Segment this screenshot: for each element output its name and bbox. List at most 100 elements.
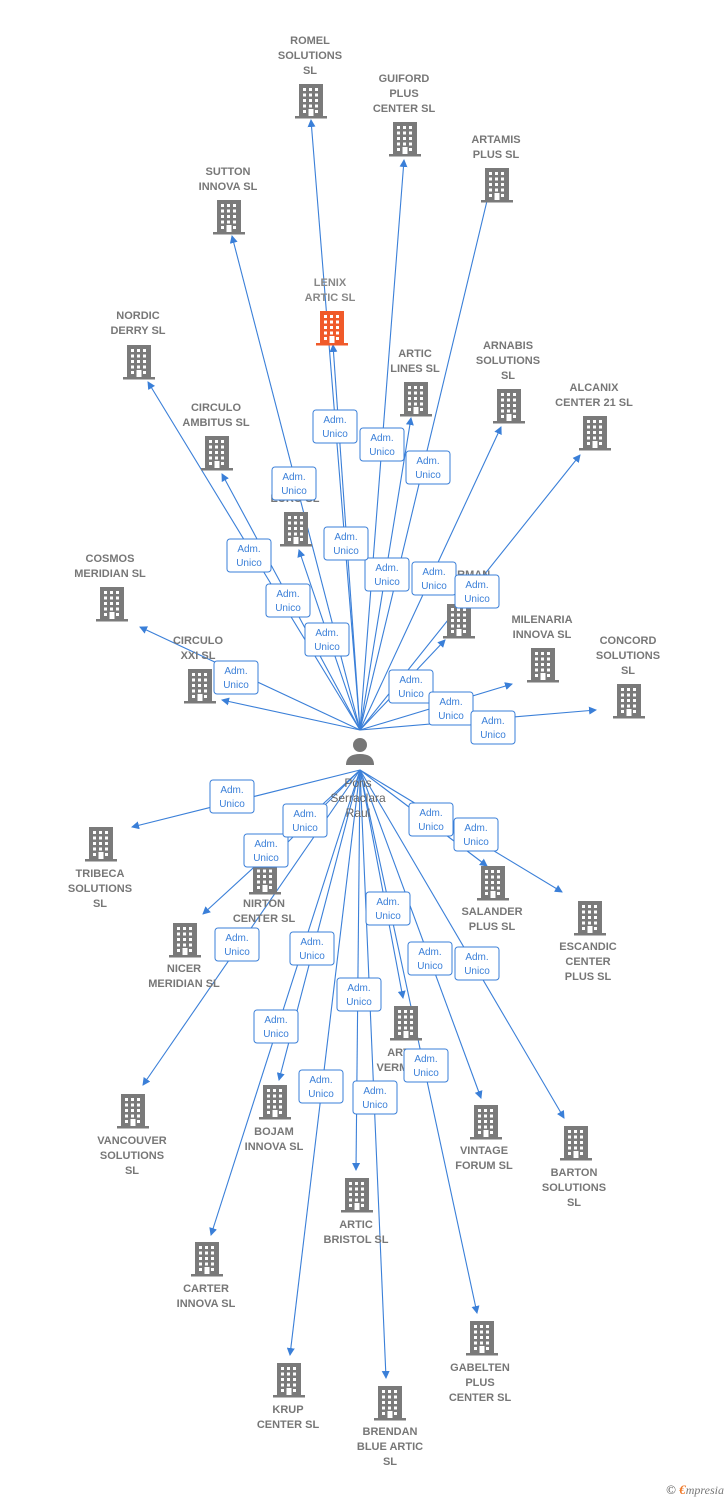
role-text: Unico [314, 642, 340, 653]
company-name-line: VINTAGE [460, 1145, 508, 1157]
role-badge: Adm.Unico [359, 427, 405, 462]
role-text: Adm. [276, 589, 299, 600]
role-text: Unico [413, 1068, 439, 1079]
company-name-line: XXI SL [181, 650, 216, 662]
building-icon [169, 923, 201, 958]
company-name-line: ROMEL [290, 35, 330, 47]
company-name-line: BARTON [551, 1167, 598, 1179]
company-name-line: VANCOUVER [97, 1135, 167, 1147]
building-icon [85, 827, 117, 862]
company-name-line: PLUS SL [469, 921, 516, 933]
company-name-line: CIRCULO [173, 635, 224, 647]
role-badge: Adm.Unico [312, 409, 358, 444]
building-icon [280, 512, 312, 547]
building-icon [390, 1006, 422, 1041]
company-name-line: INNOVA SL [199, 181, 258, 193]
role-badge: Adm.Unico [403, 1048, 449, 1083]
company-name-line: TRIBECA [76, 868, 125, 880]
role-badge: Adm. Unico [454, 574, 500, 609]
role-text: Unico [253, 853, 279, 864]
role-text: Unico [374, 577, 400, 588]
company-name-line: CENTER SL [257, 1419, 320, 1431]
role-badge: Adm.Unico [253, 1009, 299, 1044]
company-name-line: SUTTON [205, 166, 250, 178]
company-name-line: LINES SL [390, 363, 440, 375]
role-badge: Adm.Unico [408, 802, 454, 837]
role-text: Unico [275, 603, 301, 614]
company-name-line: CENTER SL [449, 1392, 512, 1404]
role-text: Adm. [465, 580, 488, 591]
role-text: Adm. [418, 947, 441, 958]
building-icon [374, 1386, 406, 1421]
role-text: Adm. [282, 472, 305, 483]
role-badge: Adm.Unico [209, 779, 255, 814]
building-icon [527, 648, 559, 683]
company-node-circulo_xxi[interactable]: CIRCULO XXI SL [173, 635, 224, 704]
role-text: Adm. [220, 785, 243, 796]
role-badge: Adm.Unico [271, 466, 317, 501]
company-name-line: ALCANIX [570, 382, 620, 394]
role-text: Unico [418, 822, 444, 833]
role-badge: Adm.Unico [411, 561, 457, 596]
role-text: Unico [438, 711, 464, 722]
company-name-line: SOLUTIONS [278, 50, 342, 62]
building-icon [560, 1126, 592, 1161]
company-node-sutton[interactable]: SUTTON INNOVA SL [199, 166, 258, 235]
role-text: Adm. [464, 823, 487, 834]
role-badge: Adm.Unico [243, 833, 289, 868]
company-name-line: CARTER [183, 1283, 229, 1295]
building-icon [481, 168, 513, 203]
company-name-line: MERIDIAN SL [148, 978, 220, 990]
role-text: Adm. [224, 666, 247, 677]
role-text: Unico [415, 470, 441, 481]
role-text: Unico [464, 594, 490, 605]
building-icon [123, 345, 155, 380]
building-icon [613, 684, 645, 719]
relation-edge-krup [286, 769, 361, 1356]
brand-footer: © €mpresia [666, 1482, 724, 1498]
building-icon [579, 416, 611, 451]
company-node-carter[interactable]: CARTER INNOVA SL [177, 1242, 236, 1310]
relation-edge-circulo_xxi [221, 697, 361, 731]
role-text: Unico [299, 951, 325, 962]
role-text: Adm. [399, 675, 422, 686]
company-name-line: CENTER SL [373, 103, 436, 115]
company-name-line: CENTER [565, 956, 610, 968]
role-badge: Adm.Unico [298, 1069, 344, 1104]
company-name-line: COSMOS [86, 553, 135, 565]
building-icon [273, 1363, 305, 1398]
company-node-euro[interactable]: EURO SL [271, 493, 320, 547]
building-icon [477, 866, 509, 901]
role-text: Unico [369, 447, 395, 458]
company-name-line: PLUS [465, 1377, 494, 1389]
company-name-line: SL [383, 1456, 397, 1468]
company-name-line: INNOVA SL [177, 1298, 236, 1310]
role-text: Adm. [481, 716, 504, 727]
